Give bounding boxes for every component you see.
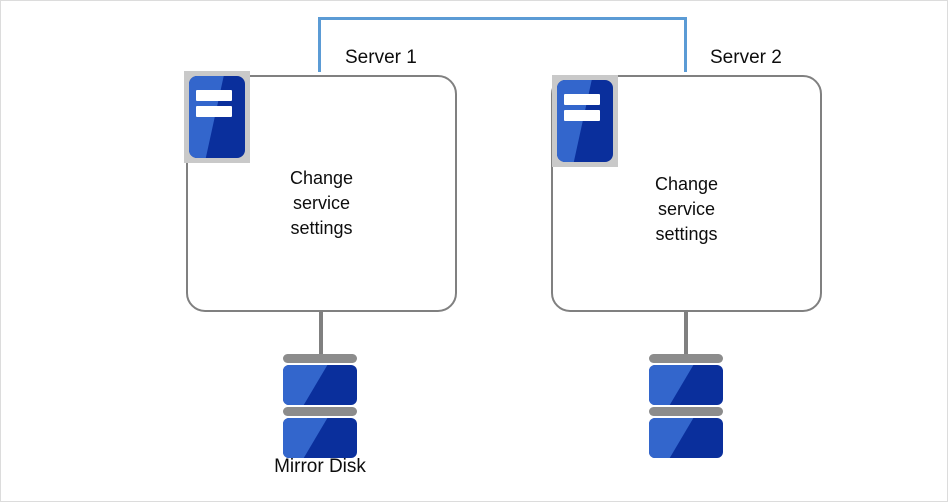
server2-disk-icon xyxy=(649,354,723,460)
server-icon-bar-top xyxy=(563,93,600,105)
server-icon xyxy=(552,75,618,167)
server2-body-line-3: settings xyxy=(655,224,718,244)
server1-body-line-2: service xyxy=(292,193,350,213)
server-icon-body xyxy=(189,76,245,158)
disk-plate-upper xyxy=(649,365,723,405)
disk-cap-middle xyxy=(649,407,723,416)
mirror-disk-label: Mirror Disk xyxy=(274,456,366,477)
server2-box[interactable]: Change service settings xyxy=(551,75,822,312)
server2-label: Server 2 xyxy=(710,47,782,68)
network-link-horizontal xyxy=(318,17,687,20)
server1-body-line-3: settings xyxy=(290,218,353,238)
server2-disk-connector xyxy=(684,312,688,358)
disk-cap-top xyxy=(283,354,357,363)
server-icon xyxy=(184,71,250,163)
disk-cap-middle xyxy=(283,407,357,416)
server2-body-line-1: Change xyxy=(654,174,719,194)
server1-disk-icon xyxy=(283,354,357,460)
disk-plate-lower xyxy=(283,418,357,458)
disk-plate-lower xyxy=(649,418,723,458)
server1-body-line-1: Change xyxy=(289,168,354,188)
server2-body-line-2: service xyxy=(657,199,715,219)
server-icon-bar-top xyxy=(195,89,232,101)
disk-plate-upper xyxy=(283,365,357,405)
disk-cap-top xyxy=(649,354,723,363)
server-icon-bar-bottom xyxy=(195,106,232,118)
network-link-vertical-server1 xyxy=(318,17,321,72)
server1-disk-connector xyxy=(319,312,323,358)
server-icon-bar-bottom xyxy=(563,110,600,122)
server1-label: Server 1 xyxy=(345,47,417,68)
network-link-vertical-server2 xyxy=(684,17,687,72)
server-icon-body xyxy=(557,80,613,162)
